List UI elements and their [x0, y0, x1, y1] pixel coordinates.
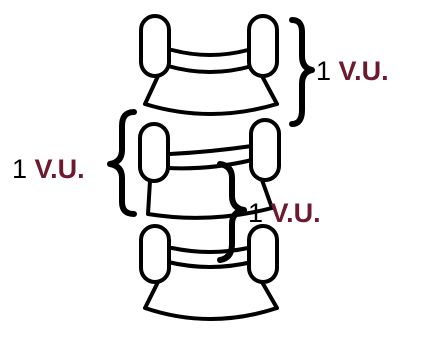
- vu-unit: V.U.: [35, 154, 85, 184]
- vu-number: 1: [248, 198, 263, 228]
- vertebra-top: [141, 16, 277, 114]
- vu-label-middle: 1 V.U.: [248, 200, 321, 227]
- vu-label-top-right: 1 V.U.: [316, 58, 389, 85]
- vu-unit: V.U.: [271, 198, 321, 228]
- brace-left: [110, 112, 134, 214]
- vu-label-left: 1 V.U.: [12, 156, 85, 183]
- vertebra-bottom: [141, 226, 277, 319]
- brace-middle: [220, 164, 244, 260]
- vu-number: 1: [12, 154, 27, 184]
- vu-unit: V.U.: [339, 56, 389, 86]
- brace-right-top: [292, 20, 312, 124]
- vu-number: 1: [316, 56, 331, 86]
